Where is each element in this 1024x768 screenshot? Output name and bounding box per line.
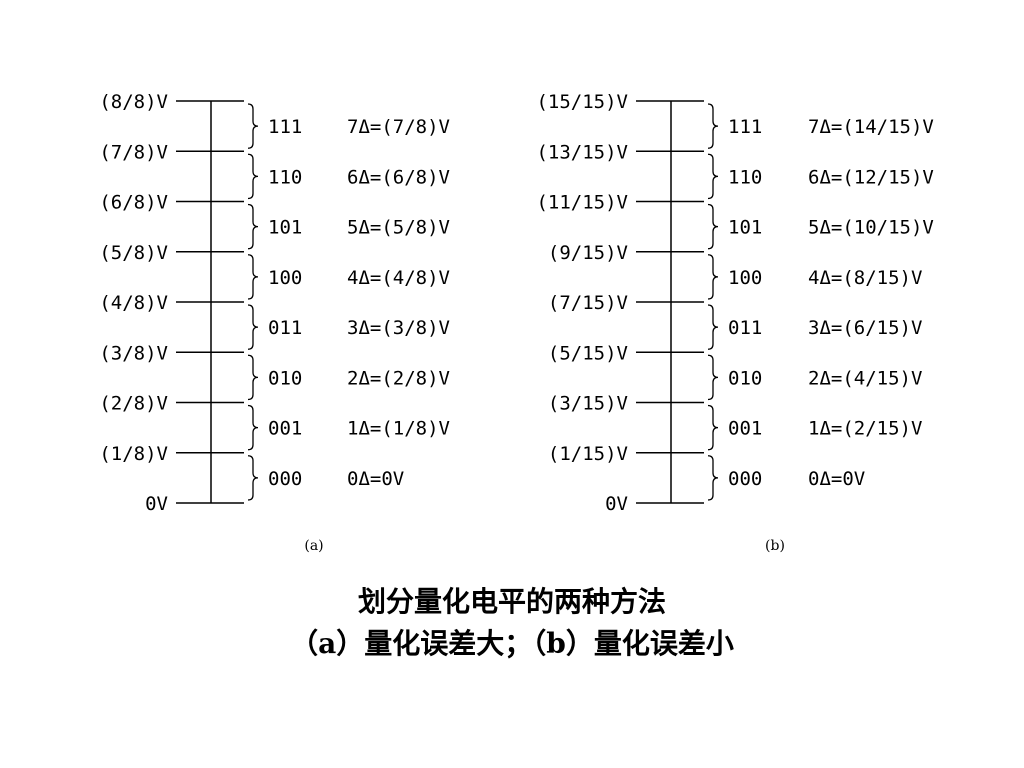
- panel-a-code-label: 011: [268, 317, 302, 339]
- panel-a-code-label: 000: [268, 468, 302, 490]
- panel-b-brace: [707, 103, 719, 149]
- panel-b-code-label: 000: [728, 468, 762, 490]
- panel-b-code-label: 100: [728, 267, 762, 289]
- panel-b-quant-level: 3Δ=(6/15)V: [808, 317, 922, 339]
- panel-b-code-label: 110: [728, 166, 762, 188]
- panel-b-brace: [707, 455, 719, 501]
- panel-b-voltage-label: (5/15)V: [548, 342, 628, 364]
- panel-b-quant-level: 2Δ=(4/15)V: [808, 367, 922, 389]
- panel-b-code-label: 001: [728, 418, 762, 440]
- panel-b-voltage-label: (9/15)V: [548, 242, 628, 264]
- panel-a-quant-level: 5Δ=(5/8)V: [347, 217, 450, 239]
- panel-b-quant-level: 7Δ=(14/15)V: [808, 116, 934, 138]
- panel-b-quant-level: 4Δ=(8/15)V: [808, 267, 922, 289]
- panel-a-voltage-label: (5/8)V: [99, 242, 168, 264]
- panel-b-brace: [707, 254, 719, 300]
- figure-title: 划分量化电平的两种方法: [357, 585, 666, 618]
- panel-b-code-label: 101: [728, 217, 762, 239]
- panel-a-voltage-label: (1/8)V: [99, 443, 168, 465]
- panel-b-code-label: 111: [728, 116, 762, 138]
- panel-a-brace: [247, 304, 259, 350]
- panel-a-caption: (a): [304, 538, 323, 554]
- quantization-diagram: (8/8)V (7/8)V (6/8)V (5/8)V (4/8)V (3/8)V (2/8…: [99, 91, 934, 554]
- panel-a-brace: [247, 354, 259, 401]
- panel-b-voltage-label: (13/15)V: [536, 141, 628, 163]
- panel-b-quant-level: 1Δ=(2/15)V: [808, 418, 922, 440]
- panel-b-brace: [707, 354, 719, 401]
- panel-b-voltage-label: (3/15)V: [548, 393, 628, 415]
- panel-a-brace: [247, 203, 259, 250]
- panel-b-brace: [707, 304, 719, 350]
- panel-a-brace: [247, 455, 259, 501]
- panel-b-quant-level: 0Δ=0V: [808, 468, 865, 490]
- panel-b-voltage-label: 0V: [605, 493, 628, 515]
- panel-a-code-label: 101: [268, 217, 302, 239]
- panel-a-voltage-label: (3/8)V: [99, 342, 168, 364]
- panel-a-quant-level: 0Δ=0V: [347, 468, 404, 490]
- panel-b-voltage-label: (15/15)V: [536, 91, 628, 113]
- figure-subtitle: （a）量化误差大；（b）量化误差小: [290, 627, 734, 660]
- panel-a-voltage-label: (7/8)V: [99, 141, 168, 163]
- panel-a-quant-level: 4Δ=(4/8)V: [347, 267, 450, 289]
- panel-b-brace: [707, 153, 719, 200]
- panel-a-quant-level: 6Δ=(6/8)V: [347, 166, 450, 188]
- panel-a-brace: [247, 254, 259, 300]
- panel-a-code-label: 110: [268, 166, 302, 188]
- panel-b-quant-level: 5Δ=(10/15)V: [808, 217, 934, 239]
- panel-a-quant-level: 3Δ=(3/8)V: [347, 317, 450, 339]
- panel-b-caption: (b): [765, 538, 785, 554]
- panel-a-voltage-label: (2/8)V: [99, 393, 168, 415]
- panel-b-brace: [707, 203, 719, 250]
- panel-a-voltage-label: (6/8)V: [99, 192, 168, 214]
- panel-b-brace: [707, 404, 719, 451]
- panel-a-voltage-label: (4/8)V: [99, 292, 168, 314]
- panel-b-quant-level: 6Δ=(12/15)V: [808, 166, 934, 188]
- panel-a-code-label: 111: [268, 116, 302, 138]
- panel-a-quant-level: 1Δ=(1/8)V: [347, 418, 450, 440]
- panel-b-voltage-label: (7/15)V: [548, 292, 628, 314]
- panel-a-brace: [247, 103, 259, 149]
- panel-a-voltage-label: (8/8)V: [99, 91, 168, 113]
- panel-a-voltage-label: 0V: [145, 493, 168, 515]
- panel-b-code-label: 011: [728, 317, 762, 339]
- panel-a-brace: [247, 404, 259, 451]
- panel-a-quant-level: 2Δ=(2/8)V: [347, 367, 450, 389]
- panel-a-code-label: 001: [268, 418, 302, 440]
- panel-b-code-label: 010: [728, 367, 762, 389]
- panel-a-quant-level: 7Δ=(7/8)V: [347, 116, 450, 138]
- panel-a-brace: [247, 153, 259, 200]
- panel-b-voltage-label: (11/15)V: [536, 192, 628, 214]
- panel-b-voltage-label: (1/15)V: [548, 443, 628, 465]
- panel-a-code-label: 010: [268, 367, 302, 389]
- panel-a-code-label: 100: [268, 267, 302, 289]
